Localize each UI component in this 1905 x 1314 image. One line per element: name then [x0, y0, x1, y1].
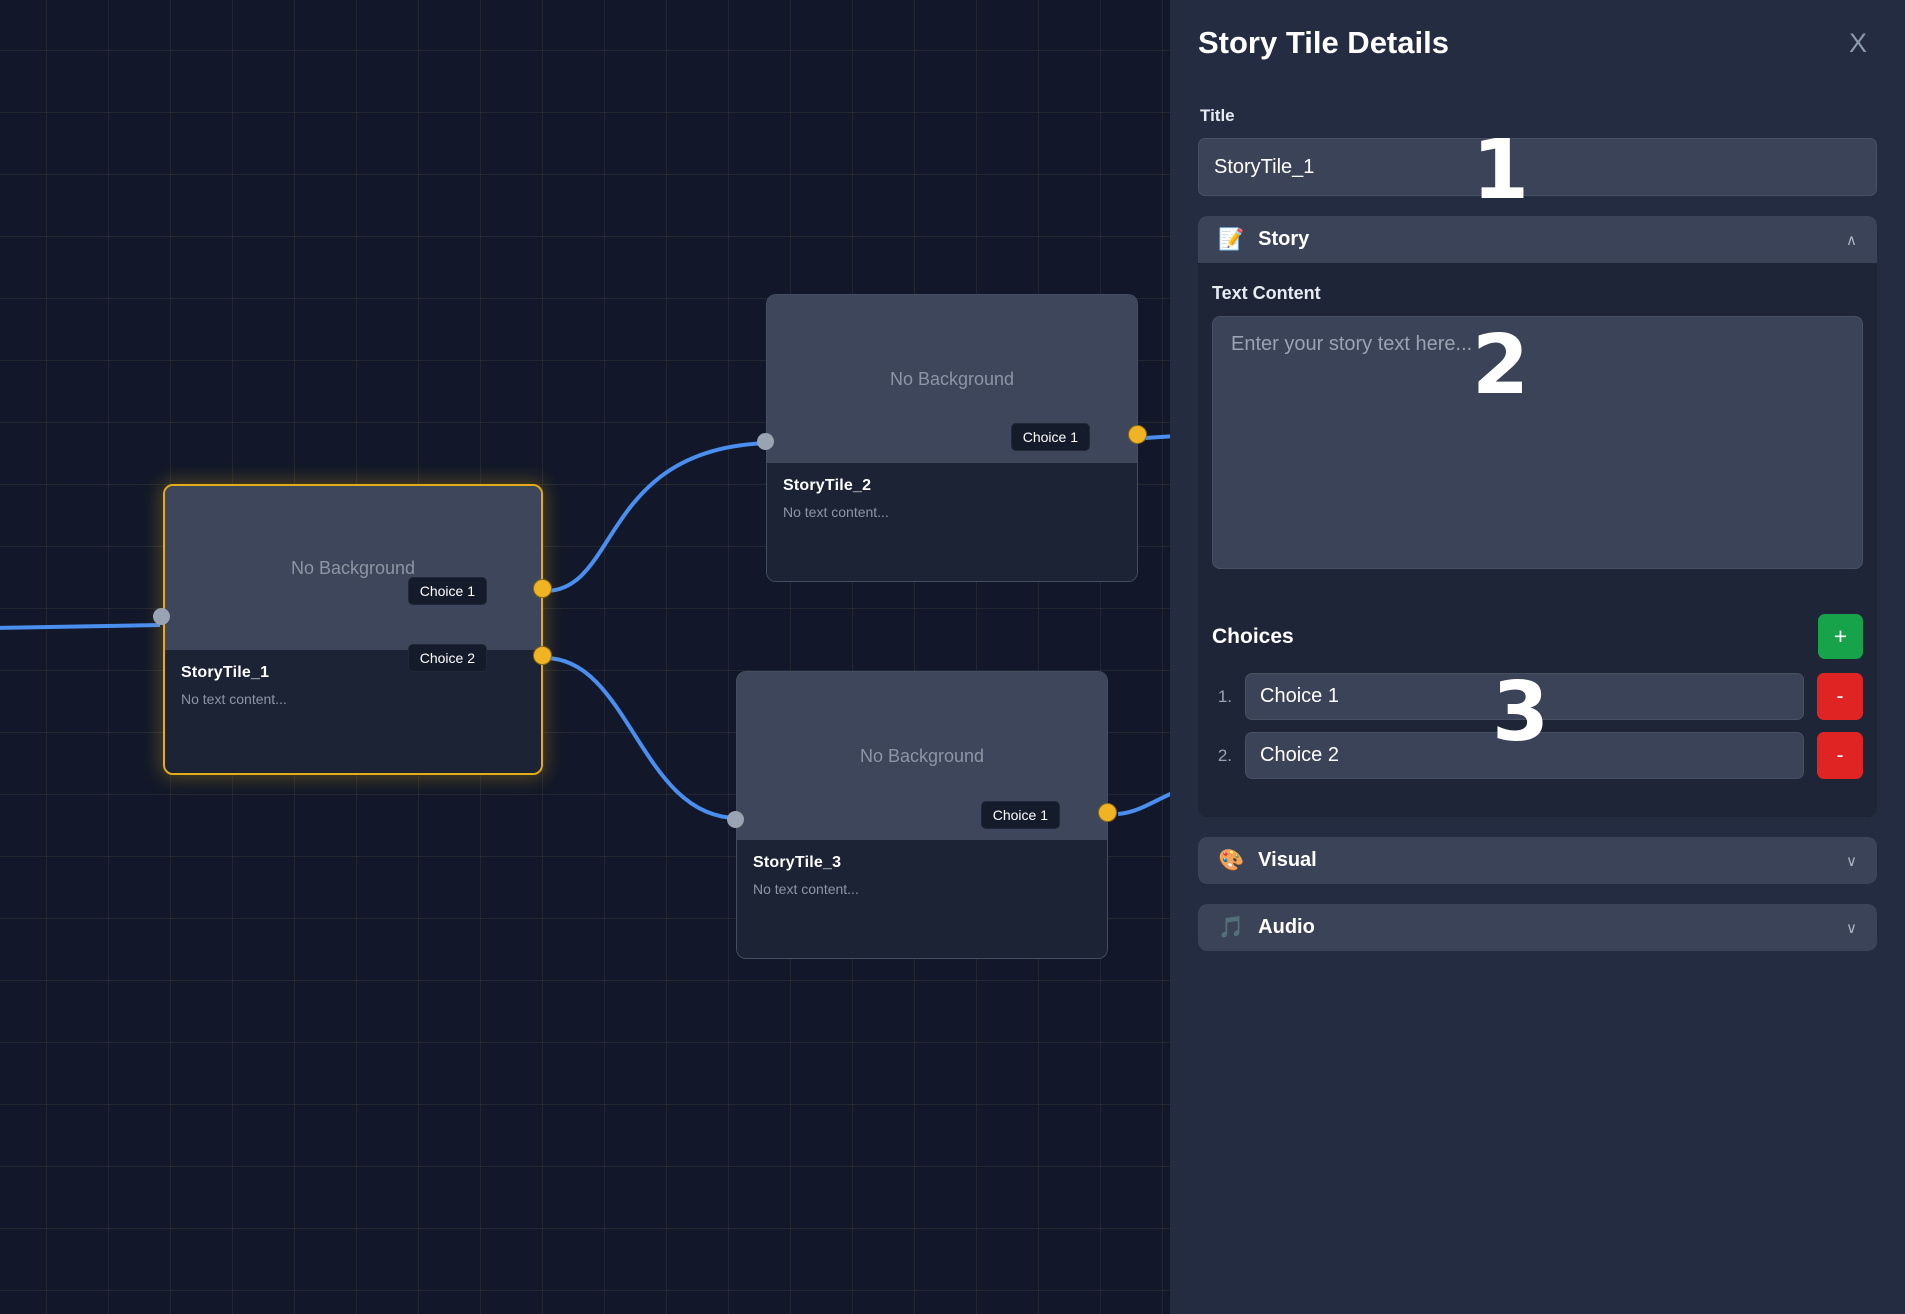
section-audio-label: Audio: [1258, 916, 1315, 938]
music-note-icon: 🎵: [1218, 916, 1245, 939]
edge-layer: [0, 434, 1170, 820]
memo-icon: 📝: [1218, 228, 1245, 251]
story-node-1[interactable]: No Background StoryTile_1 No text conten…: [153, 484, 552, 775]
story-node-3[interactable]: No Background StoryTile_3 No text conten…: [727, 671, 1117, 959]
section-visual: 🎨 Visual ∨: [1198, 837, 1877, 884]
node-title: StoryTile_1: [181, 664, 270, 681]
panel-header: Story Tile Details X: [1198, 0, 1877, 61]
choice-badge-1: Choice 1: [407, 577, 487, 605]
choices-header: Choices +: [1212, 614, 1863, 659]
choice-output-handle-1[interactable]: [1098, 803, 1117, 822]
choice-input-1[interactable]: [1245, 673, 1804, 720]
page-title: Story Tile Details: [1198, 25, 1449, 60]
choice-row: 2. -: [1212, 732, 1863, 779]
edge-tile2-choice1: [1144, 434, 1170, 440]
palette-icon: 🎨: [1218, 849, 1245, 872]
choice-badge-2: Choice 2: [407, 644, 487, 672]
edge-tile1-choice2: [544, 656, 739, 820]
node-text-preview: No text content...: [181, 691, 287, 707]
section-audio: 🎵 Audio ∨: [1198, 904, 1877, 951]
choice-index: 1.: [1217, 686, 1232, 706]
section-story-label: Story: [1258, 228, 1310, 250]
node-title: StoryTile_2: [783, 477, 872, 494]
story-tile-details-panel: Story Tile Details X Title 📝 Story ∧ Tex…: [1170, 0, 1905, 1314]
node-input-handle[interactable]: [727, 811, 744, 828]
no-background-label: No Background: [290, 557, 416, 578]
edge-incoming: [0, 623, 161, 630]
no-background-label: No Background: [859, 745, 985, 766]
remove-choice-button-1[interactable]: -: [1817, 673, 1863, 720]
flow-canvas[interactable]: No Background StoryTile_1 No text conten…: [0, 0, 1170, 1314]
text-content-label: Text Content: [1212, 283, 1321, 303]
close-icon[interactable]: X: [1848, 27, 1867, 58]
choice-output-handle-2[interactable]: [533, 646, 552, 665]
node-input-handle[interactable]: [153, 608, 170, 625]
choice-input-2[interactable]: [1245, 732, 1804, 779]
choice-output-handle-1[interactable]: [1128, 425, 1147, 444]
choices-label: Choices: [1212, 624, 1294, 648]
node-footer: StoryTile_2 No text content...: [767, 463, 1137, 581]
node-text-preview: No text content...: [753, 881, 859, 897]
choice-badge-1: Choice 1: [1010, 423, 1090, 451]
section-story-body: Text Content Choices + 1. - 2. -: [1198, 263, 1877, 817]
chevron-down-icon[interactable]: ∨: [1846, 852, 1857, 870]
add-choice-button[interactable]: +: [1818, 614, 1863, 659]
section-visual-header[interactable]: 🎨 Visual ∨: [1198, 837, 1877, 884]
edge-tile1-choice1: [544, 441, 769, 593]
choice-output-handle-1[interactable]: [533, 579, 552, 598]
node-footer: StoryTile_3 No text content...: [737, 840, 1107, 958]
section-story-header[interactable]: 📝 Story ∧: [1198, 216, 1877, 263]
node-title: StoryTile_3: [753, 854, 842, 871]
remove-choice-button-2[interactable]: -: [1817, 732, 1863, 779]
story-text-input[interactable]: [1212, 316, 1863, 569]
section-visual-label: Visual: [1258, 849, 1317, 871]
choice-row: 1. -: [1212, 673, 1863, 720]
node-input-handle[interactable]: [757, 433, 774, 450]
choice-index: 2.: [1217, 745, 1232, 765]
chevron-up-icon[interactable]: ∧: [1846, 231, 1857, 249]
section-story: 📝 Story ∧ Text Content Choices + 1. - 2.: [1198, 216, 1877, 817]
chevron-down-icon[interactable]: ∨: [1846, 919, 1857, 937]
choice-badge-1: Choice 1: [980, 801, 1060, 829]
title-field-label: Title: [1200, 106, 1235, 125]
story-node-2[interactable]: No Background StoryTile_2 No text conten…: [757, 294, 1147, 582]
edge-tile3-choice1: [1117, 791, 1170, 816]
section-audio-header[interactable]: 🎵 Audio ∨: [1198, 904, 1877, 951]
node-background-area: No Background: [165, 486, 541, 650]
title-input[interactable]: [1198, 138, 1877, 196]
no-background-label: No Background: [889, 368, 1015, 389]
node-text-preview: No text content...: [783, 504, 889, 520]
